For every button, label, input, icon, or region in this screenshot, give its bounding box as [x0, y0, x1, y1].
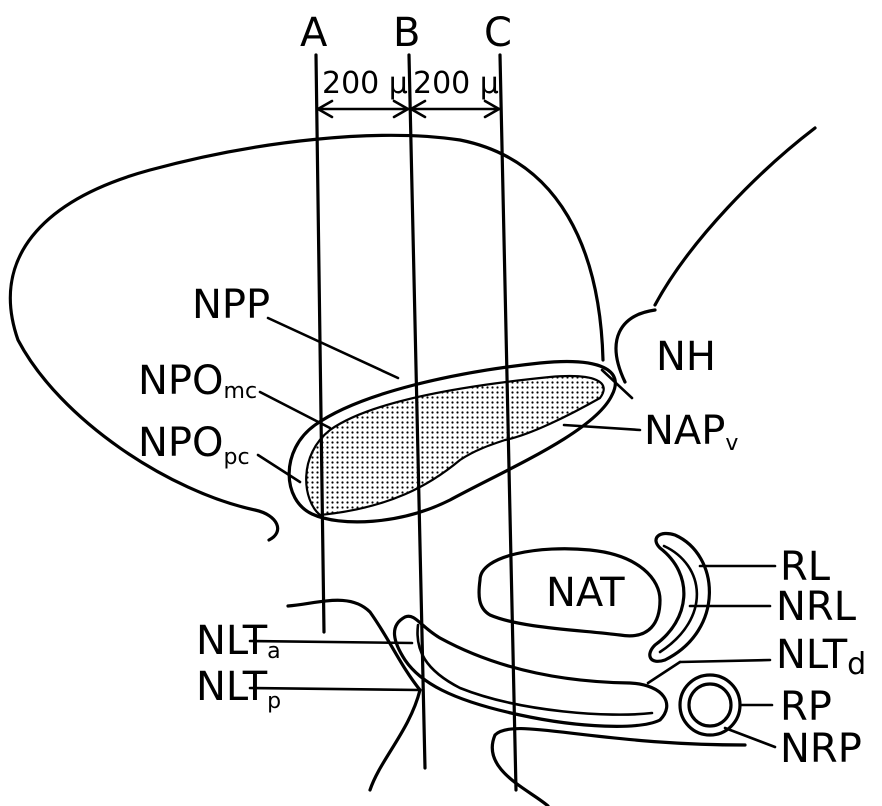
label-rp: RP — [780, 684, 832, 730]
label-nat: NAT — [546, 570, 625, 616]
section-label-a: A — [300, 10, 328, 56]
label-nh: NH — [656, 334, 716, 380]
label-nrp: NRP — [780, 726, 862, 772]
nh-outline-upper — [655, 128, 815, 305]
nlt-inner — [417, 625, 652, 715]
bottom-curve-left — [370, 690, 420, 790]
section-label-c: C — [484, 10, 512, 56]
npo-stippled-region — [306, 376, 604, 515]
label-nlta: NLTa — [196, 618, 281, 664]
label-nltd: NLTd — [776, 632, 866, 682]
label-nrl: NRL — [776, 584, 857, 630]
lower-tract-line — [288, 600, 420, 690]
spacing-label-bc: 200 μ — [413, 66, 499, 101]
label-napv: NAPv — [644, 408, 738, 456]
label-npopc: NPOpc — [138, 420, 250, 470]
spacing-label-ab: 200 μ — [322, 66, 408, 101]
label-nltp: NLTp — [196, 664, 281, 714]
rp-inner-circle — [689, 684, 731, 726]
label-npp: NPP — [192, 282, 270, 328]
nh-outline-lower — [616, 310, 655, 382]
section-label-b: B — [393, 10, 420, 56]
bottom-curve-right — [492, 729, 745, 806]
label-npomc: NPOmc — [138, 358, 257, 404]
